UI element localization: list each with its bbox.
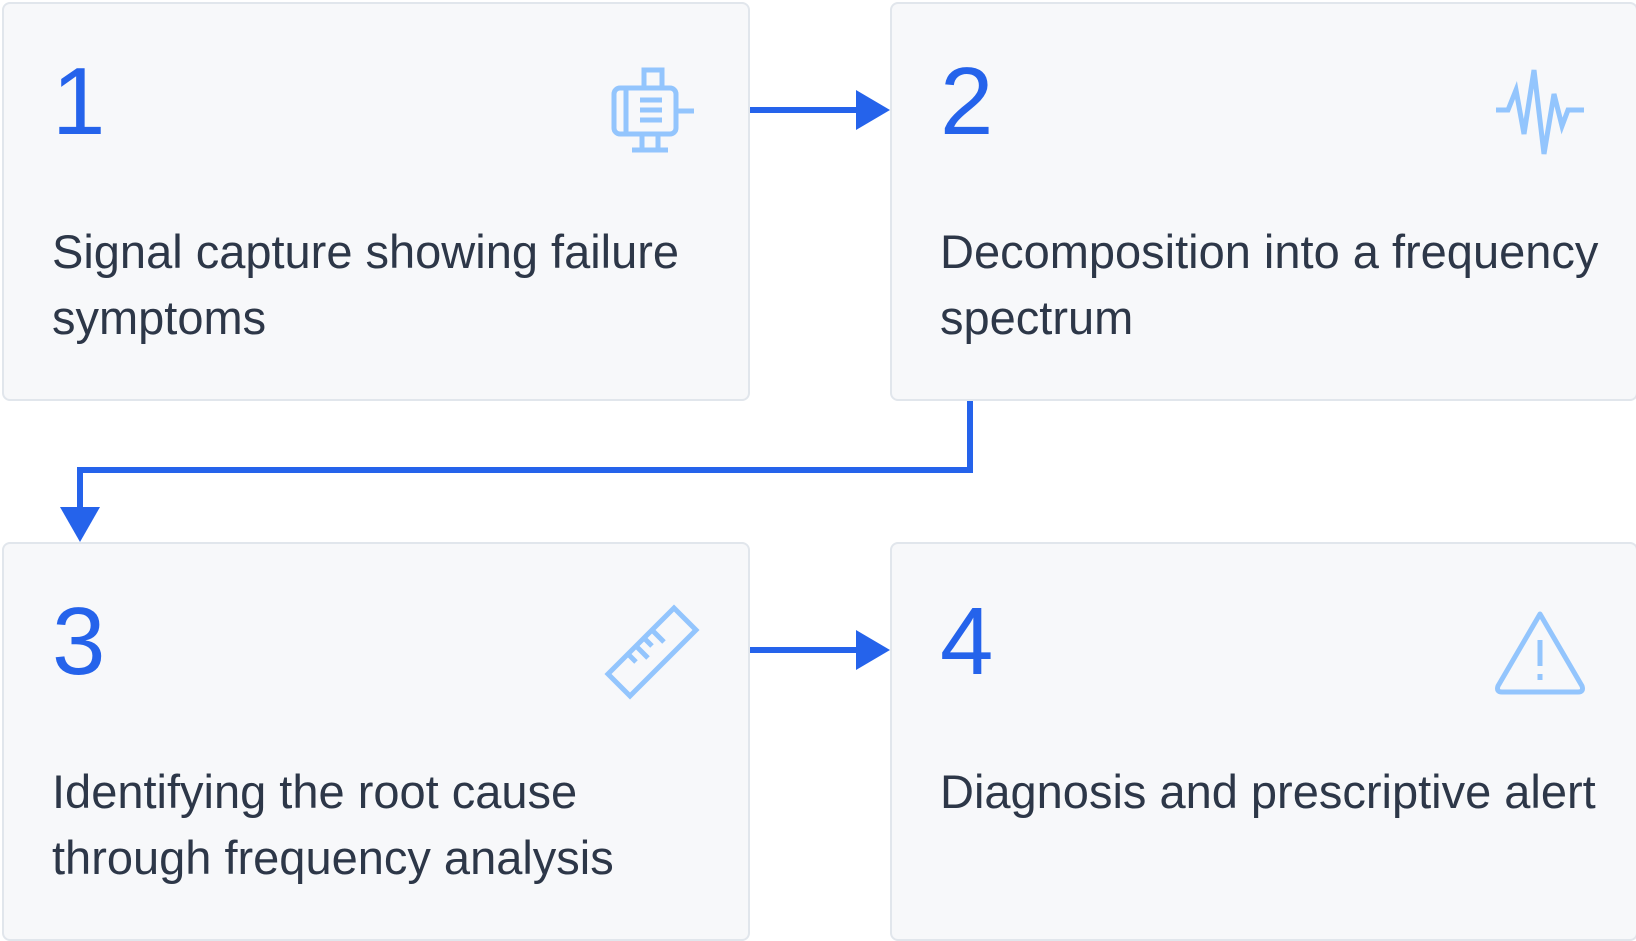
step-card-2: 2 Decomposition into a frequency spectru… bbox=[890, 2, 1636, 401]
warning-icon bbox=[1492, 604, 1588, 700]
step-number: 3 bbox=[52, 588, 106, 695]
step-number: 2 bbox=[940, 48, 994, 155]
step-description: Identifying the root cause through frequ… bbox=[52, 765, 614, 884]
ruler-icon bbox=[604, 604, 700, 700]
waveform-icon bbox=[1492, 64, 1588, 160]
arrowhead-1-to-2 bbox=[856, 90, 890, 130]
step-card-1: 1 Signal capture showing failure symptom… bbox=[2, 2, 750, 401]
step-number: 4 bbox=[940, 588, 994, 695]
arrowhead-3-to-4 bbox=[856, 630, 890, 670]
step-description: Signal capture showing failure symptoms bbox=[52, 225, 680, 344]
step-description: Decomposition into a frequency spectrum bbox=[940, 225, 1599, 344]
arrow-2-to-3 bbox=[77, 400, 973, 510]
motor-icon bbox=[604, 64, 700, 160]
step-card-3: 3 Identifying the root cause through fre… bbox=[2, 542, 750, 941]
step-number: 1 bbox=[52, 48, 106, 155]
arrowhead-2-to-3 bbox=[60, 507, 100, 542]
step-description: Diagnosis and prescriptive alert bbox=[940, 765, 1596, 818]
step-card-4: 4 Diagnosis and prescriptive alert bbox=[890, 542, 1636, 941]
